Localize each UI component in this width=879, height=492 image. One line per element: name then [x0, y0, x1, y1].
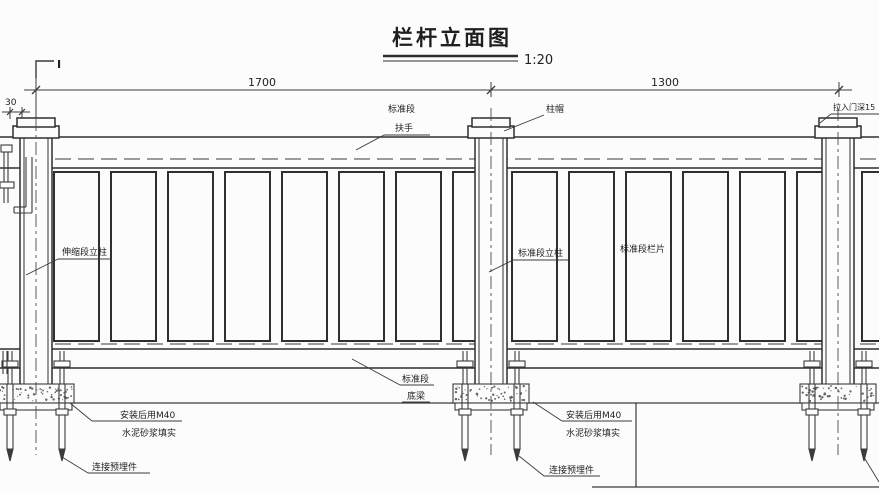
picket-panel: [625, 171, 672, 342]
bolt-nut: [857, 408, 871, 416]
label-embed-left-text: 连接预埋件: [92, 461, 137, 473]
label-grout-mid-line1: 安装后用M40: [566, 409, 621, 421]
dim-ticks: [31, 85, 844, 95]
label-bottom-beam: 标准段 底梁: [351, 358, 434, 403]
drawing-scale: 1:20: [524, 53, 553, 68]
picket-panel: [511, 171, 558, 342]
label-grout-mid: 安装后用M40 水泥砂浆填实: [532, 401, 632, 439]
bolt-nut: [805, 408, 819, 416]
anchor-bolt: [458, 384, 472, 462]
bolt-flange: [1, 360, 19, 368]
expansion-joint-bracket: [0, 144, 33, 374]
label-grout-left: 安装后用M40 水泥砂浆填实: [69, 402, 182, 439]
label-embed-mid-text: 连接预埋件: [549, 464, 594, 476]
label-standard-panel: 标准段栏片: [620, 243, 665, 255]
picket-panel: [395, 171, 442, 342]
label-handrail: 标准段 扶手: [355, 103, 430, 151]
picket-panel: [338, 171, 385, 342]
picket-panel: [110, 171, 157, 342]
leader-embed-right: [861, 453, 879, 483]
label-standard-post: 标准段立柱: [488, 247, 568, 273]
label-insert-depth-text: 拉入门深15: [833, 102, 875, 112]
bolt-flange: [53, 360, 71, 368]
dim-value-left-offset: 30: [5, 98, 17, 108]
bottom-beam: [0, 343, 879, 369]
bolt-flange: [456, 360, 474, 368]
bolt-tip: [808, 448, 816, 462]
bolt-tip: [461, 448, 469, 462]
section-marker-bracket: [35, 60, 54, 78]
bolt-tip: [513, 448, 521, 462]
handrail: [0, 136, 879, 169]
bolt-flange: [508, 360, 526, 368]
label-grout-mid-line2: 水泥砂浆填实: [566, 427, 620, 439]
bolt-nut: [510, 408, 524, 416]
picket-panel: [281, 171, 328, 342]
picket-panel: [568, 171, 615, 342]
dim-value-right-span: 1300: [651, 76, 679, 89]
picket-panel: [682, 171, 729, 342]
label-grout-left-line2: 水泥砂浆填实: [122, 427, 176, 439]
label-handrail-line1: 标准段: [388, 103, 415, 115]
picket-panel: [53, 171, 100, 342]
label-embed-left: 连接预埋件: [61, 456, 150, 474]
deck-lines: [0, 402, 879, 488]
anchor-bolt: [55, 384, 69, 462]
label-grout-left-line1: 安装后用M40: [120, 409, 175, 421]
title-block: 栏杆立面图 1:20: [383, 26, 553, 68]
anchor-bolt: [805, 384, 819, 462]
dimension-30: 30: [2, 98, 30, 126]
label-embed-mid: 连接预埋件: [518, 455, 600, 477]
anchor-bolt: [3, 384, 17, 462]
bolt-flange: [803, 360, 821, 368]
picket-panel: [739, 171, 786, 342]
anchor-bolt: [510, 384, 524, 462]
label-expansion-post: 伸缩段立柱: [25, 246, 112, 276]
label-standard-panel-text: 标准段栏片: [620, 243, 665, 255]
bolt-flange: [855, 360, 873, 368]
bolt-tip: [6, 448, 14, 462]
label-handrail-line2: 扶手: [395, 122, 413, 134]
dim-value-left-span: 1700: [248, 76, 276, 89]
bolt-nut: [3, 408, 17, 416]
bolt-nut: [458, 408, 472, 416]
picket-panel: [167, 171, 214, 342]
dimension-line: 1700 1300: [24, 62, 852, 118]
label-expansion-post-text: 伸缩段立柱: [62, 246, 107, 258]
label-bottom-beam-line1: 标准段: [402, 373, 429, 385]
label-post-cap-text: 柱帽: [546, 103, 564, 115]
annotations: 标准段 扶手 柱帽 拉入门深15 伸缩段立柱 标准段立柱 标准段栏片: [25, 102, 879, 483]
label-insert-depth: 拉入门深15: [819, 102, 879, 124]
bolt-nut: [55, 408, 69, 416]
section-marker: I: [35, 58, 61, 78]
bolt-tip: [58, 448, 66, 462]
picket-panel: [861, 171, 879, 342]
label-bottom-beam-line2: 底梁: [407, 390, 425, 402]
picket-panel: [224, 171, 271, 342]
label-post-cap: 柱帽: [503, 103, 564, 132]
section-marker-label: I: [57, 58, 61, 71]
label-standard-post-text: 标准段立柱: [518, 247, 563, 259]
bolt-tip: [860, 448, 868, 462]
post-centerlines: [35, 108, 839, 455]
picket-panels: [53, 171, 879, 342]
drawing-title: 栏杆立面图: [392, 26, 512, 50]
